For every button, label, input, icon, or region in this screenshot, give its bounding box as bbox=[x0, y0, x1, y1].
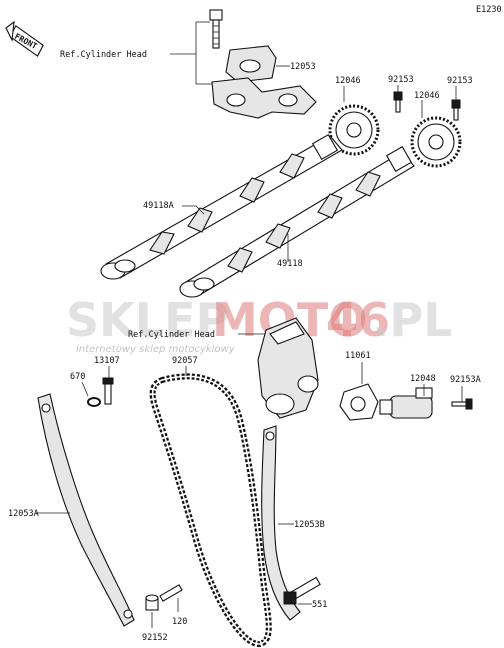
label-92153-left: 92153 bbox=[388, 75, 414, 85]
sprocket-bolt-right-icon bbox=[451, 99, 461, 121]
label-49118: 49118 bbox=[277, 259, 303, 269]
cylinder-head-bracket-icon bbox=[211, 77, 317, 119]
label-92057: 92057 bbox=[172, 356, 198, 366]
watermark: SKLEP MOTO 46 .PL internetowy sklep moto… bbox=[66, 293, 453, 355]
sprocket-bolt-left-icon bbox=[393, 91, 403, 113]
guide-bolt-icon bbox=[159, 584, 183, 602]
label-670: 670 bbox=[70, 372, 85, 382]
label-12053a: 12053A bbox=[8, 509, 39, 519]
camshaft-49118a-icon bbox=[100, 133, 343, 280]
label-12048: 12048 bbox=[410, 374, 436, 384]
front-arrow-icon: FRONT bbox=[5, 20, 44, 57]
label-13107: 13107 bbox=[94, 356, 120, 366]
label-49118a: 49118A bbox=[143, 201, 174, 211]
collar-icon bbox=[145, 594, 159, 611]
chain-guide-right-icon bbox=[261, 425, 301, 621]
cam-chain-icon bbox=[149, 373, 272, 647]
pivot-pin-icon bbox=[283, 576, 321, 605]
tensioner-bolt-icon bbox=[451, 398, 473, 410]
camshaft-49118-icon bbox=[179, 145, 415, 298]
label-92153a: 92153A bbox=[450, 375, 481, 385]
camshaft-cap-icon bbox=[225, 45, 290, 83]
svg-text:internetowy sklep motocyklowy: internetowy sklep motocyklowy bbox=[76, 344, 236, 355]
cap-bolt-icon bbox=[209, 9, 223, 49]
label-12046-left: 12046 bbox=[335, 76, 361, 86]
label-92153-right: 92153 bbox=[447, 76, 473, 86]
label-92152: 92152 bbox=[142, 633, 168, 643]
label-12053b: 12053B bbox=[294, 520, 325, 530]
label-12046-right: 12046 bbox=[414, 91, 440, 101]
svg-text:46: 46 bbox=[326, 293, 390, 347]
ref-cylinder-head-top: Ref.Cylinder Head bbox=[60, 50, 147, 60]
svg-text:SKLEP: SKLEP bbox=[66, 293, 229, 347]
gasket-icon bbox=[339, 383, 379, 421]
ref-cylinder-head-mid: Ref.Cylinder Head bbox=[128, 330, 215, 340]
diagram-code: E1230 bbox=[476, 5, 502, 15]
label-11061: 11061 bbox=[345, 351, 371, 361]
guide-pin-icon bbox=[102, 377, 114, 405]
chain-guide-left-icon bbox=[37, 393, 135, 627]
camshaft-sprocket-left-icon bbox=[328, 104, 380, 156]
label-551: 551 bbox=[312, 600, 327, 610]
camshaft-sprocket-right-icon bbox=[410, 116, 462, 168]
label-12053: 12053 bbox=[290, 62, 316, 72]
label-120: 120 bbox=[172, 617, 187, 627]
tensioner-housing-icon bbox=[257, 317, 319, 419]
svg-text:.PL: .PL bbox=[372, 293, 453, 347]
o-ring-icon bbox=[87, 397, 101, 407]
